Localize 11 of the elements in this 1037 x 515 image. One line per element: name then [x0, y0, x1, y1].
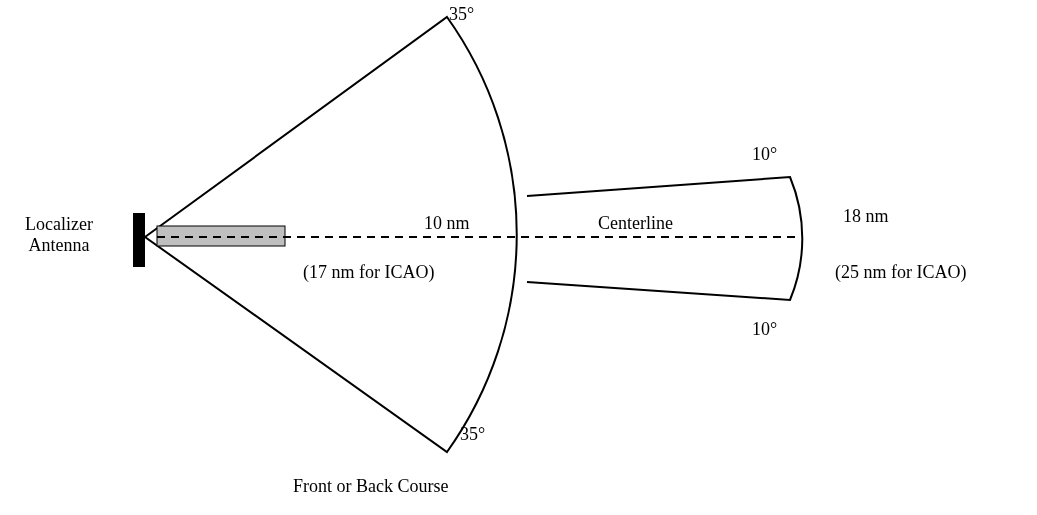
- range-note: (17 nm for ICAO): [303, 262, 435, 283]
- angle-label: 10°: [752, 319, 778, 340]
- caption-label: Front or Back Course: [293, 476, 449, 497]
- angle-label: 35°: [460, 424, 486, 445]
- angle-label: 10°: [752, 144, 778, 165]
- range-note: (25 nm for ICAO): [835, 262, 967, 283]
- distance-label: 18 nm: [843, 206, 889, 227]
- distance-label: 10 nm: [424, 213, 470, 234]
- antenna-label: Localizer Antenna: [24, 214, 94, 256]
- angle-label: 35°: [449, 4, 475, 25]
- centerline-label: Centerline: [598, 213, 673, 234]
